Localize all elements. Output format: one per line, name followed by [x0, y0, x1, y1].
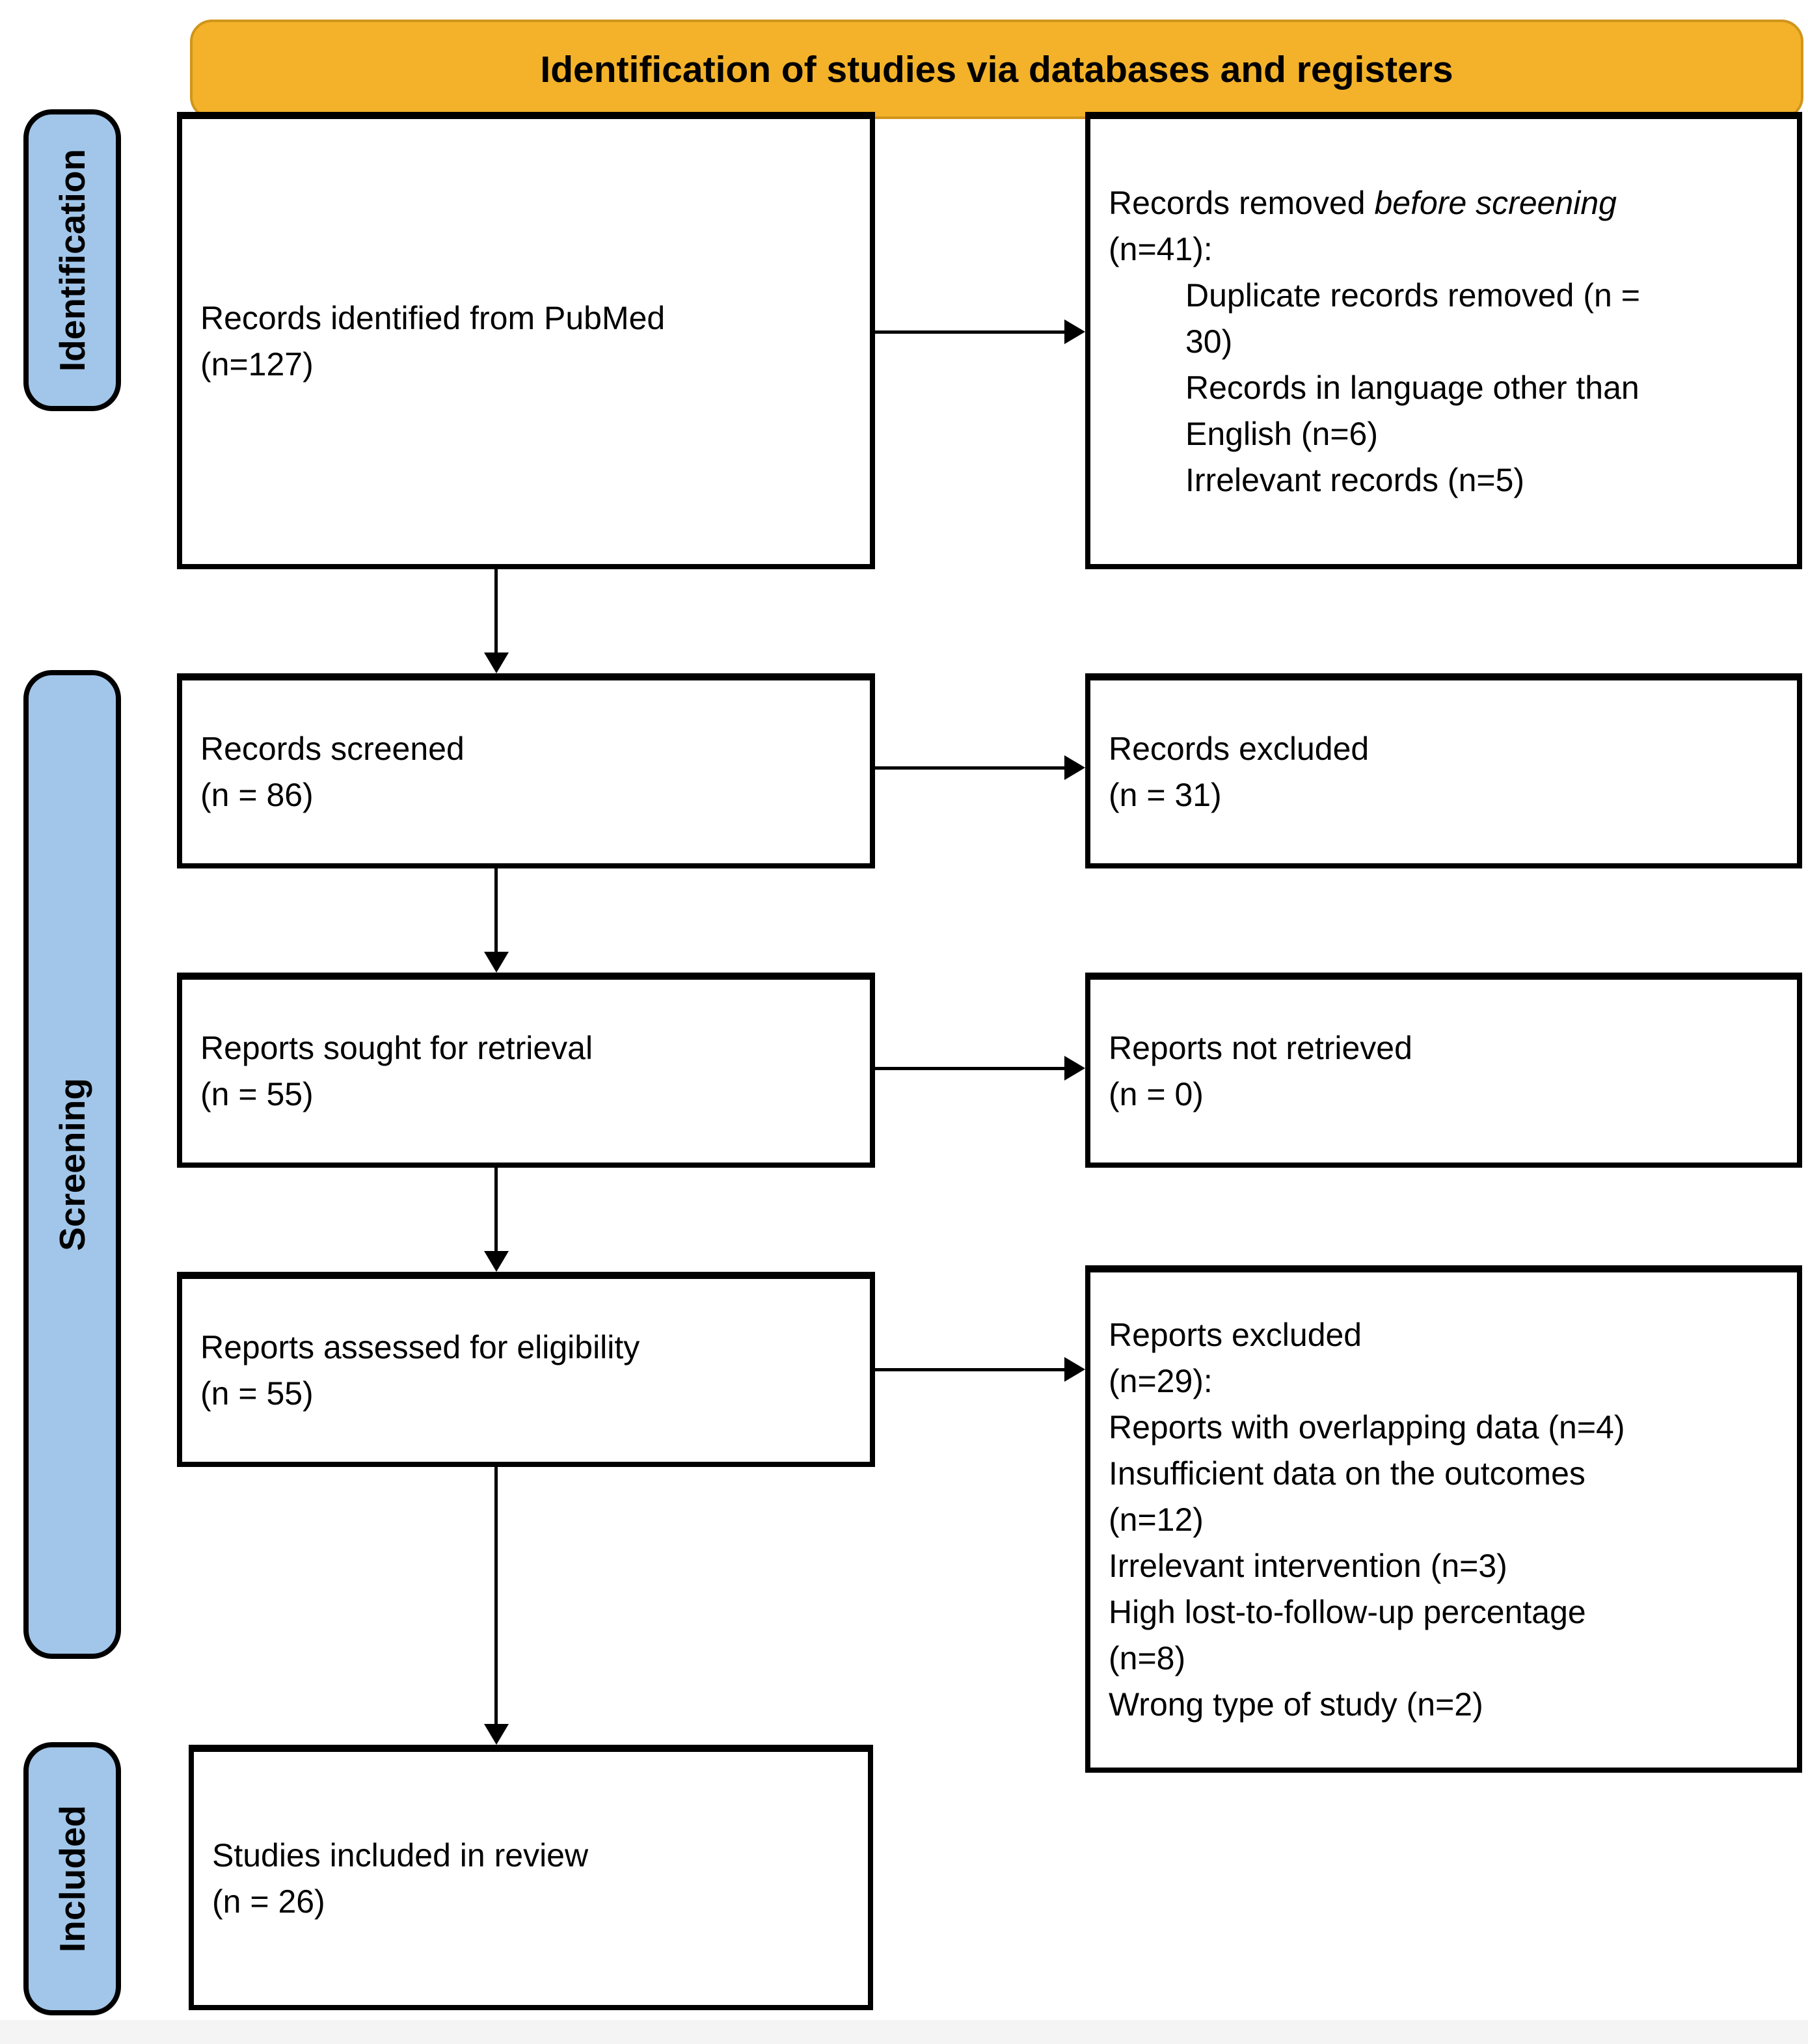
records-removed-item: Records in language other than: [1185, 369, 1639, 406]
box-records-identified-line2: (n=127): [200, 346, 314, 383]
box-studies-included-line1: Studies included in review: [212, 1836, 589, 1874]
arrow-right-icon: [1064, 1056, 1085, 1081]
stage-pill-screening: Screening: [23, 670, 121, 1659]
box-reports-sought: Reports sought for retrieval (n = 55): [177, 973, 875, 1168]
arrow-sought-to-assessed-line: [494, 1168, 498, 1252]
stage-label-screening: Screening: [52, 1078, 92, 1251]
box-studies-included-line2: (n = 26): [212, 1883, 325, 1920]
reports-excluded-line: Reports with overlapping data (n=4): [1109, 1409, 1625, 1446]
records-removed-italic: before screening: [1374, 184, 1617, 221]
reports-excluded-line: Wrong type of study (n=2): [1109, 1686, 1483, 1723]
records-removed-prefix: Records removed: [1109, 184, 1375, 221]
records-removed-item: Duplicate records removed (n =: [1185, 276, 1640, 314]
arrow-down-icon: [484, 1251, 509, 1272]
arrow-right-icon: [1064, 1357, 1085, 1382]
banner-title: Identification of studies via databases …: [540, 48, 1453, 90]
stage-pill-included: Included: [23, 1742, 121, 2015]
box-reports-not-retrieved: Reports not retrieved (n = 0): [1085, 973, 1802, 1168]
arrow-identified-to-screened-line: [494, 569, 498, 655]
box-records-removed: Records removed before screening (n=41):…: [1085, 112, 1802, 569]
stage-label-identification: Identification: [52, 148, 92, 372]
reports-excluded-line: Irrelevant intervention (n=3): [1109, 1548, 1507, 1584]
arrow-identified-to-removed-line: [875, 330, 1066, 334]
box-records-excluded-line1: Records excluded: [1109, 730, 1369, 767]
arrow-down-icon: [484, 952, 509, 973]
stage-pill-identification: Identification: [23, 109, 121, 411]
box-reports-assessed-line1: Reports assessed for eligibility: [200, 1328, 640, 1365]
banner: Identification of studies via databases …: [190, 20, 1803, 119]
box-records-identified: Records identified from PubMed (n=127): [177, 112, 875, 569]
box-records-excluded-line2: (n = 31): [1109, 776, 1222, 813]
arrow-screened-to-sought-line: [494, 868, 498, 953]
arrow-right-icon: [1064, 755, 1085, 780]
box-records-screened-line1: Records screened: [200, 730, 465, 767]
stage-label-included: Included: [52, 1805, 92, 1953]
reports-excluded-line: High lost-to-follow-up percentage: [1109, 1594, 1586, 1630]
box-records-removed-line2: (n=41):: [1109, 230, 1213, 267]
box-reports-assessed-line2: (n = 55): [200, 1375, 314, 1412]
records-removed-item: 30): [1185, 323, 1233, 360]
records-removed-item: Irrelevant records (n=5): [1185, 461, 1525, 498]
arrow-down-icon: [484, 1724, 509, 1745]
reports-excluded-line: Insufficient data on the outcomes: [1109, 1455, 1585, 1492]
box-reports-sought-line1: Reports sought for retrieval: [200, 1029, 593, 1066]
box-reports-not-retrieved-line2: (n = 0): [1109, 1075, 1204, 1112]
arrow-sought-to-notretrieved-line: [875, 1067, 1066, 1070]
reports-excluded-line: Reports excluded: [1109, 1317, 1362, 1353]
arrow-screened-to-excluded-line: [875, 766, 1066, 770]
records-removed-item: English (n=6): [1185, 415, 1378, 452]
box-records-removed-line1: Records removed before screening: [1109, 180, 1790, 226]
box-reports-assessed: Reports assessed for eligibility (n = 55…: [177, 1272, 875, 1467]
arrow-assessed-to-included-line: [494, 1467, 498, 1725]
box-records-screened-line2: (n = 86): [200, 776, 314, 813]
reports-excluded-line: (n=12): [1109, 1501, 1204, 1538]
box-reports-excluded: Reports excluded (n=29): Reports with ov…: [1085, 1265, 1802, 1773]
box-reports-sought-line2: (n = 55): [200, 1075, 314, 1112]
box-reports-not-retrieved-line1: Reports not retrieved: [1109, 1029, 1412, 1066]
arrow-assessed-to-reportsexcluded-line: [875, 1368, 1066, 1371]
box-studies-included: Studies included in review (n = 26): [189, 1745, 873, 2010]
box-records-screened: Records screened (n = 86): [177, 673, 875, 868]
box-records-excluded: Records excluded (n = 31): [1085, 673, 1802, 868]
arrow-down-icon: [484, 652, 509, 673]
footer-strip: [0, 2020, 1808, 2044]
box-records-identified-line1: Records identified from PubMed: [200, 300, 666, 336]
arrow-right-icon: [1064, 319, 1085, 344]
reports-excluded-line: (n=8): [1109, 1640, 1186, 1676]
reports-excluded-line: (n=29):: [1109, 1363, 1213, 1399]
